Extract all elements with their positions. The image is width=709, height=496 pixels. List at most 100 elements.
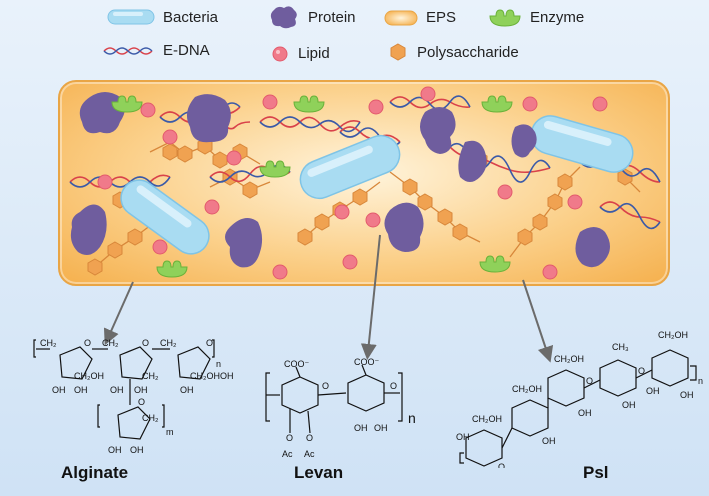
svg-text:CH₂: CH₂ [160,338,177,348]
levan-label: Levan [294,463,344,482]
polysaccharide [617,168,633,186]
svg-text:O: O [138,397,145,407]
alginate-label: Alginate [61,463,129,482]
svg-text:n: n [216,359,221,369]
enzyme-icon [489,9,521,27]
svg-text:CH₂OH: CH₂OH [658,330,688,340]
arrow-to-alginate [103,281,134,346]
legend-eps-label: EPS [426,9,457,26]
polysaccharide [557,173,573,191]
enzyme [259,160,291,178]
svg-text:CH₂: CH₂ [102,338,119,348]
protein [575,227,610,268]
polysaccharide [517,228,533,246]
polysaccharide [107,241,123,259]
svg-text:O: O [390,381,397,391]
protein-icon [270,6,297,29]
polysaccharide-icon [390,43,406,61]
svg-text:CH₂OH: CH₂OH [74,371,104,381]
lipid [162,129,178,145]
lipid [420,86,436,102]
polysaccharide [417,193,433,211]
matrix-scene [69,86,661,280]
protein [511,124,537,158]
lipid [226,150,242,166]
polysaccharide [162,143,178,161]
svg-text:OH: OH [108,445,122,455]
lipid-icon [272,46,288,61]
svg-text:O: O [322,381,329,391]
lipid [152,239,168,255]
svg-text:OH: OH [110,385,124,395]
legend-enzyme: Enzyme [488,6,584,28]
polysaccharide [352,188,368,206]
svg-text:OH: OH [646,386,660,396]
enzyme-group [111,95,513,278]
polysaccharide [402,178,418,196]
enzyme [479,255,511,273]
svg-text:n: n [698,376,703,386]
enzyme [156,260,188,278]
svg-text:COO⁻: COO⁻ [284,359,310,369]
legend-polysaccharide-label: Polysaccharide [417,43,519,61]
polysaccharide [437,208,453,226]
bacteria-icon [107,9,155,25]
svg-text:OH: OH [456,432,470,442]
svg-text:OH: OH [134,385,148,395]
svg-text:n: n [408,410,416,426]
svg-text:OH: OH [74,385,88,395]
svg-text:CH₃: CH₃ [612,342,629,352]
svg-text:OH: OH [680,390,694,400]
svg-text:OH: OH [354,423,368,433]
legend-enzyme-label: Enzyme [530,8,585,26]
protein [225,218,263,268]
lipid [542,264,558,280]
protein [458,140,487,182]
legend: Bacteria Protein EPS Enzyme E-DNA [0,0,709,70]
svg-text:OH: OH [220,371,234,381]
svg-text:OH: OH [52,385,66,395]
svg-text:CH₂OH: CH₂OH [554,354,584,364]
bacterium [120,179,210,255]
polysaccharide [127,228,143,246]
protein [384,202,424,252]
lipid [342,254,358,270]
svg-text:O: O [286,433,293,443]
polysaccharide [177,145,193,163]
protein [70,204,107,256]
polysaccharide [87,258,103,276]
protein [186,94,231,143]
legend-bacteria: Bacteria [107,8,218,26]
svg-text:CH₂: CH₂ [142,413,159,423]
bacteria-group [120,115,634,255]
lipid [262,94,278,110]
lipid [368,99,384,115]
enzyme [293,95,325,113]
svg-text:O: O [84,338,91,348]
svg-text:OH: OH [130,445,144,455]
psl-label: Psl [583,463,609,482]
svg-text:CH₂: CH₂ [40,338,57,348]
svg-text:O: O [586,376,593,386]
enzyme [111,95,143,113]
svg-text:CH₂: CH₂ [142,371,159,381]
lipid [140,102,156,118]
svg-text:CH₂OH: CH₂OH [190,371,220,381]
svg-text:O: O [306,433,313,443]
svg-text:CH₂OH: CH₂OH [512,384,542,394]
polysaccharide [314,213,330,231]
svg-text:OH: OH [542,436,556,446]
svg-text:CH₂OH: CH₂OH [472,414,502,424]
polysaccharide-group [87,137,633,276]
bacterium [299,134,401,200]
legend-bacteria-label: Bacteria [163,8,219,26]
svg-text:OH: OH [180,385,194,395]
svg-text:OH: OH [578,408,592,418]
eps-matrix-panel [58,80,670,286]
levan-structure: COO⁻ COO⁻ O O n OH OH O O Ac Ac [265,357,416,459]
lipid [334,204,350,220]
svg-text:OH: OH [622,400,636,410]
legend-eps: EPS [384,9,456,26]
lipid [522,96,538,112]
psl-structure: CH₂OH CH₃ CH₂OH CH₂OH CH₂OH O O n OH OH … [456,330,703,468]
